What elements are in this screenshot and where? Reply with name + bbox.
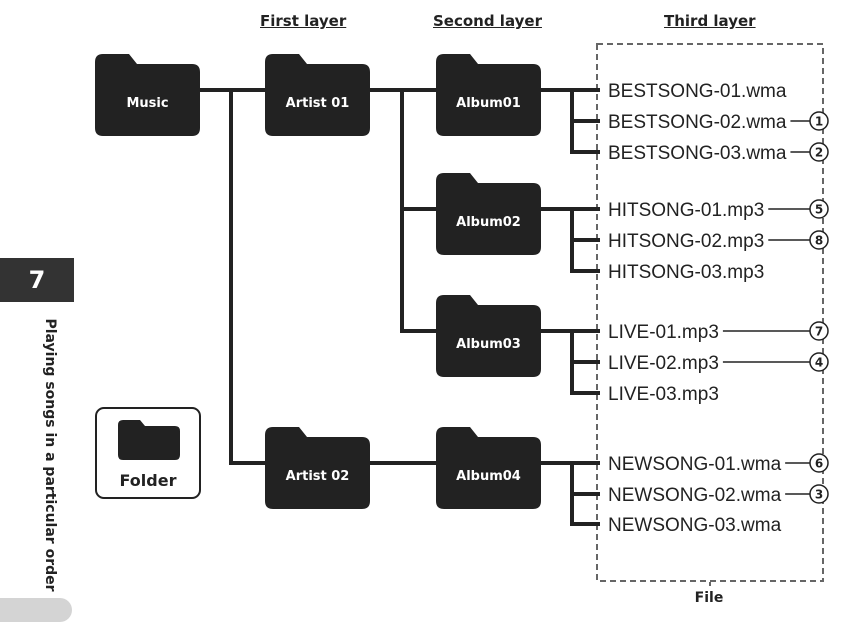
folder-icon [265,427,370,509]
file-item: HITSONG-01.mp3 [608,200,764,221]
folder-icon [436,173,541,255]
order-marker [809,142,829,162]
order-marker [809,111,829,131]
header-first-layer: First layer [260,12,347,30]
order-number: 8 [815,234,823,248]
header-third-layer: Third layer [664,12,756,30]
tree-connectors [198,88,600,526]
order-marker [809,352,829,372]
order-number: 4 [815,356,823,370]
folder-artist-01: Artist 01 [265,54,370,136]
folder-icon [436,54,541,136]
page-tab [0,598,72,622]
chapter-title: Playing songs in a particular order [42,318,58,592]
order-marker [809,484,829,504]
folder-album-04: Album04 [436,427,541,509]
folder-icon [118,420,180,460]
file-item: BESTSONG-01.wma [608,81,787,102]
legend-folder: Folder [95,407,201,499]
file-item: LIVE-01.mp3 [608,322,719,343]
folder-music: Music [95,54,200,136]
order-number: 7 [815,325,823,339]
order-number: 1 [815,115,823,129]
order-marker [809,453,829,473]
file-group-dashed-box [596,43,824,582]
file-item: LIVE-02.mp3 [608,353,719,374]
file-item: HITSONG-03.mp3 [608,262,764,283]
order-number: 3 [815,488,823,502]
folder-label-album-02: Album02 [456,215,521,230]
order-number: 6 [815,457,823,471]
file-item: NEWSONG-01.wma [608,454,782,475]
file-item: HITSONG-02.mp3 [608,231,764,252]
folder-icon [436,295,541,377]
folder-icon [95,54,200,136]
folder-album-02: Album02 [436,173,541,255]
file-item: BESTSONG-03.wma [608,143,787,164]
file-item: NEWSONG-03.wma [608,515,782,536]
folder-label-album-01: Album01 [456,96,521,111]
folder-album-01: Album01 [436,54,541,136]
folder-icon [436,427,541,509]
order-number: 2 [815,146,823,160]
folder-label-artist-01: Artist 01 [286,96,350,111]
header-second-layer: Second layer [433,12,542,30]
folder-artist-02: Artist 02 [265,427,370,509]
file-item: NEWSONG-02.wma [608,485,782,506]
folder-label-artist-02: Artist 02 [286,469,350,484]
order-number: 5 [815,203,823,217]
folder-label-album-03: Album03 [456,337,521,352]
file-item: BESTSONG-02.wma [608,112,787,133]
folder-icon [265,54,370,136]
order-marker [809,230,829,250]
legend-folder-label: Folder [120,471,177,490]
folder-label-music: Music [126,96,168,111]
folder-album-03: Album03 [436,295,541,377]
chapter-number-tab: 7 [0,258,74,302]
legend-file-label: File [694,590,724,606]
order-marker [809,321,829,341]
file-item: LIVE-03.mp3 [608,384,719,405]
folder-label-album-04: Album04 [456,469,521,484]
order-marker [809,199,829,219]
